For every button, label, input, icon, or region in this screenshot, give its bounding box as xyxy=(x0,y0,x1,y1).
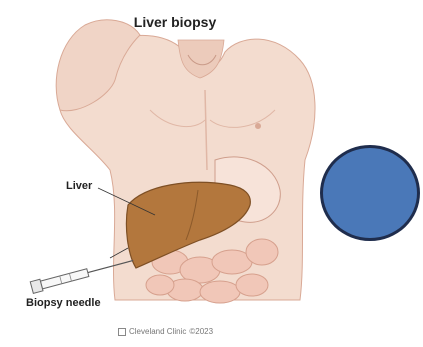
liver-label: Liver xyxy=(66,180,92,192)
credit-line: Cleveland Clinic ©2023 xyxy=(118,327,213,336)
blue-circle xyxy=(320,145,420,241)
credit-brand: Cleveland Clinic xyxy=(129,327,186,336)
biopsy-needle-label: Biopsy needle xyxy=(26,297,101,309)
nipple xyxy=(255,123,261,129)
credit-year: ©2023 xyxy=(189,327,213,336)
cleveland-clinic-logo-icon xyxy=(118,328,126,336)
